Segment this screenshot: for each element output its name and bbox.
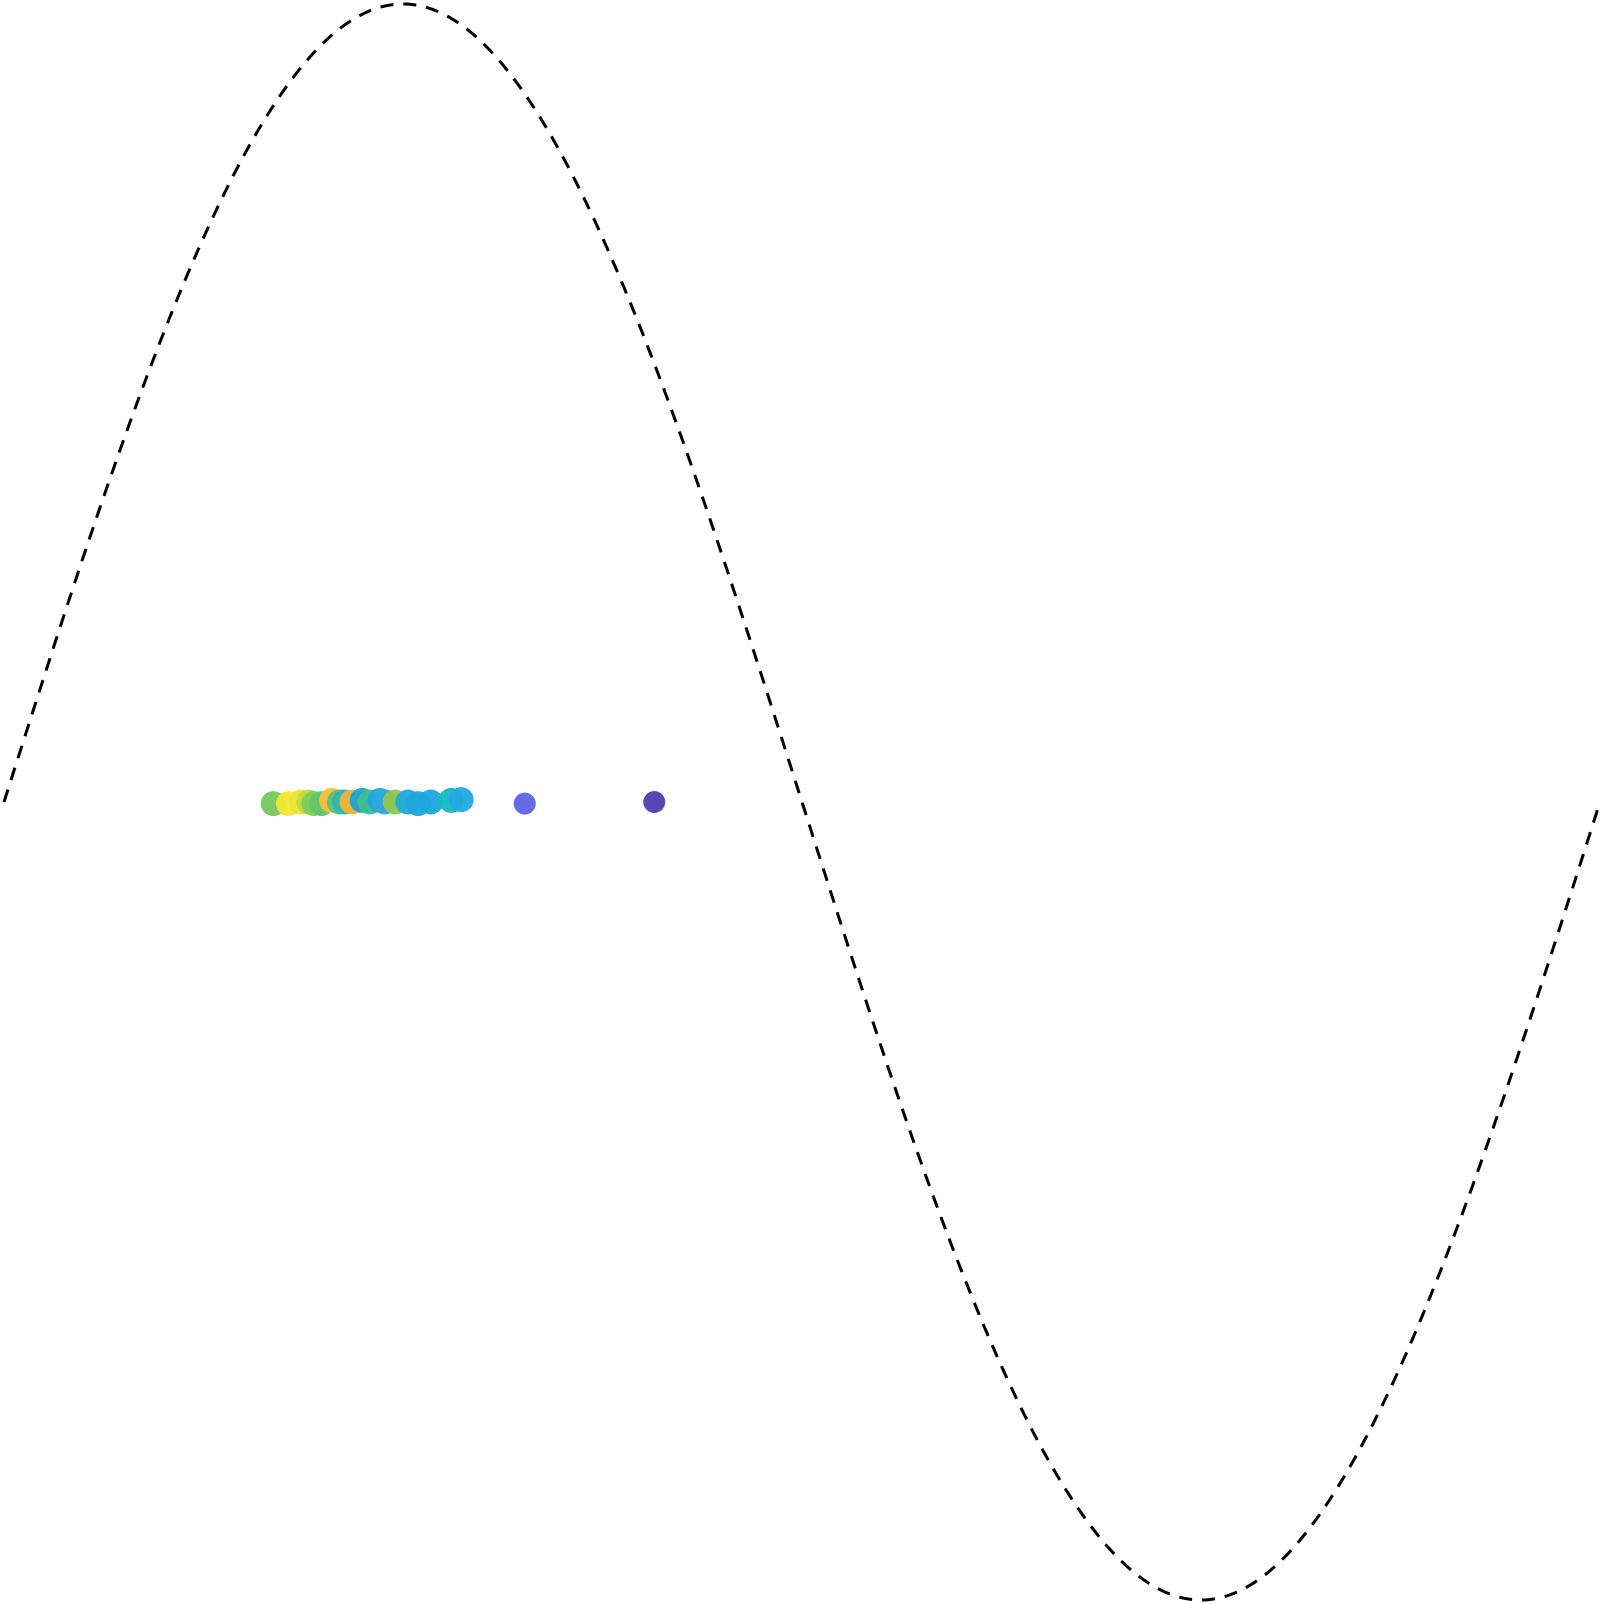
scatter-point: [418, 789, 444, 815]
scatter-point: [643, 791, 666, 813]
scatter-point: [513, 792, 536, 815]
scatter-point: [448, 787, 474, 813]
scatter-points-layer: [260, 787, 666, 817]
